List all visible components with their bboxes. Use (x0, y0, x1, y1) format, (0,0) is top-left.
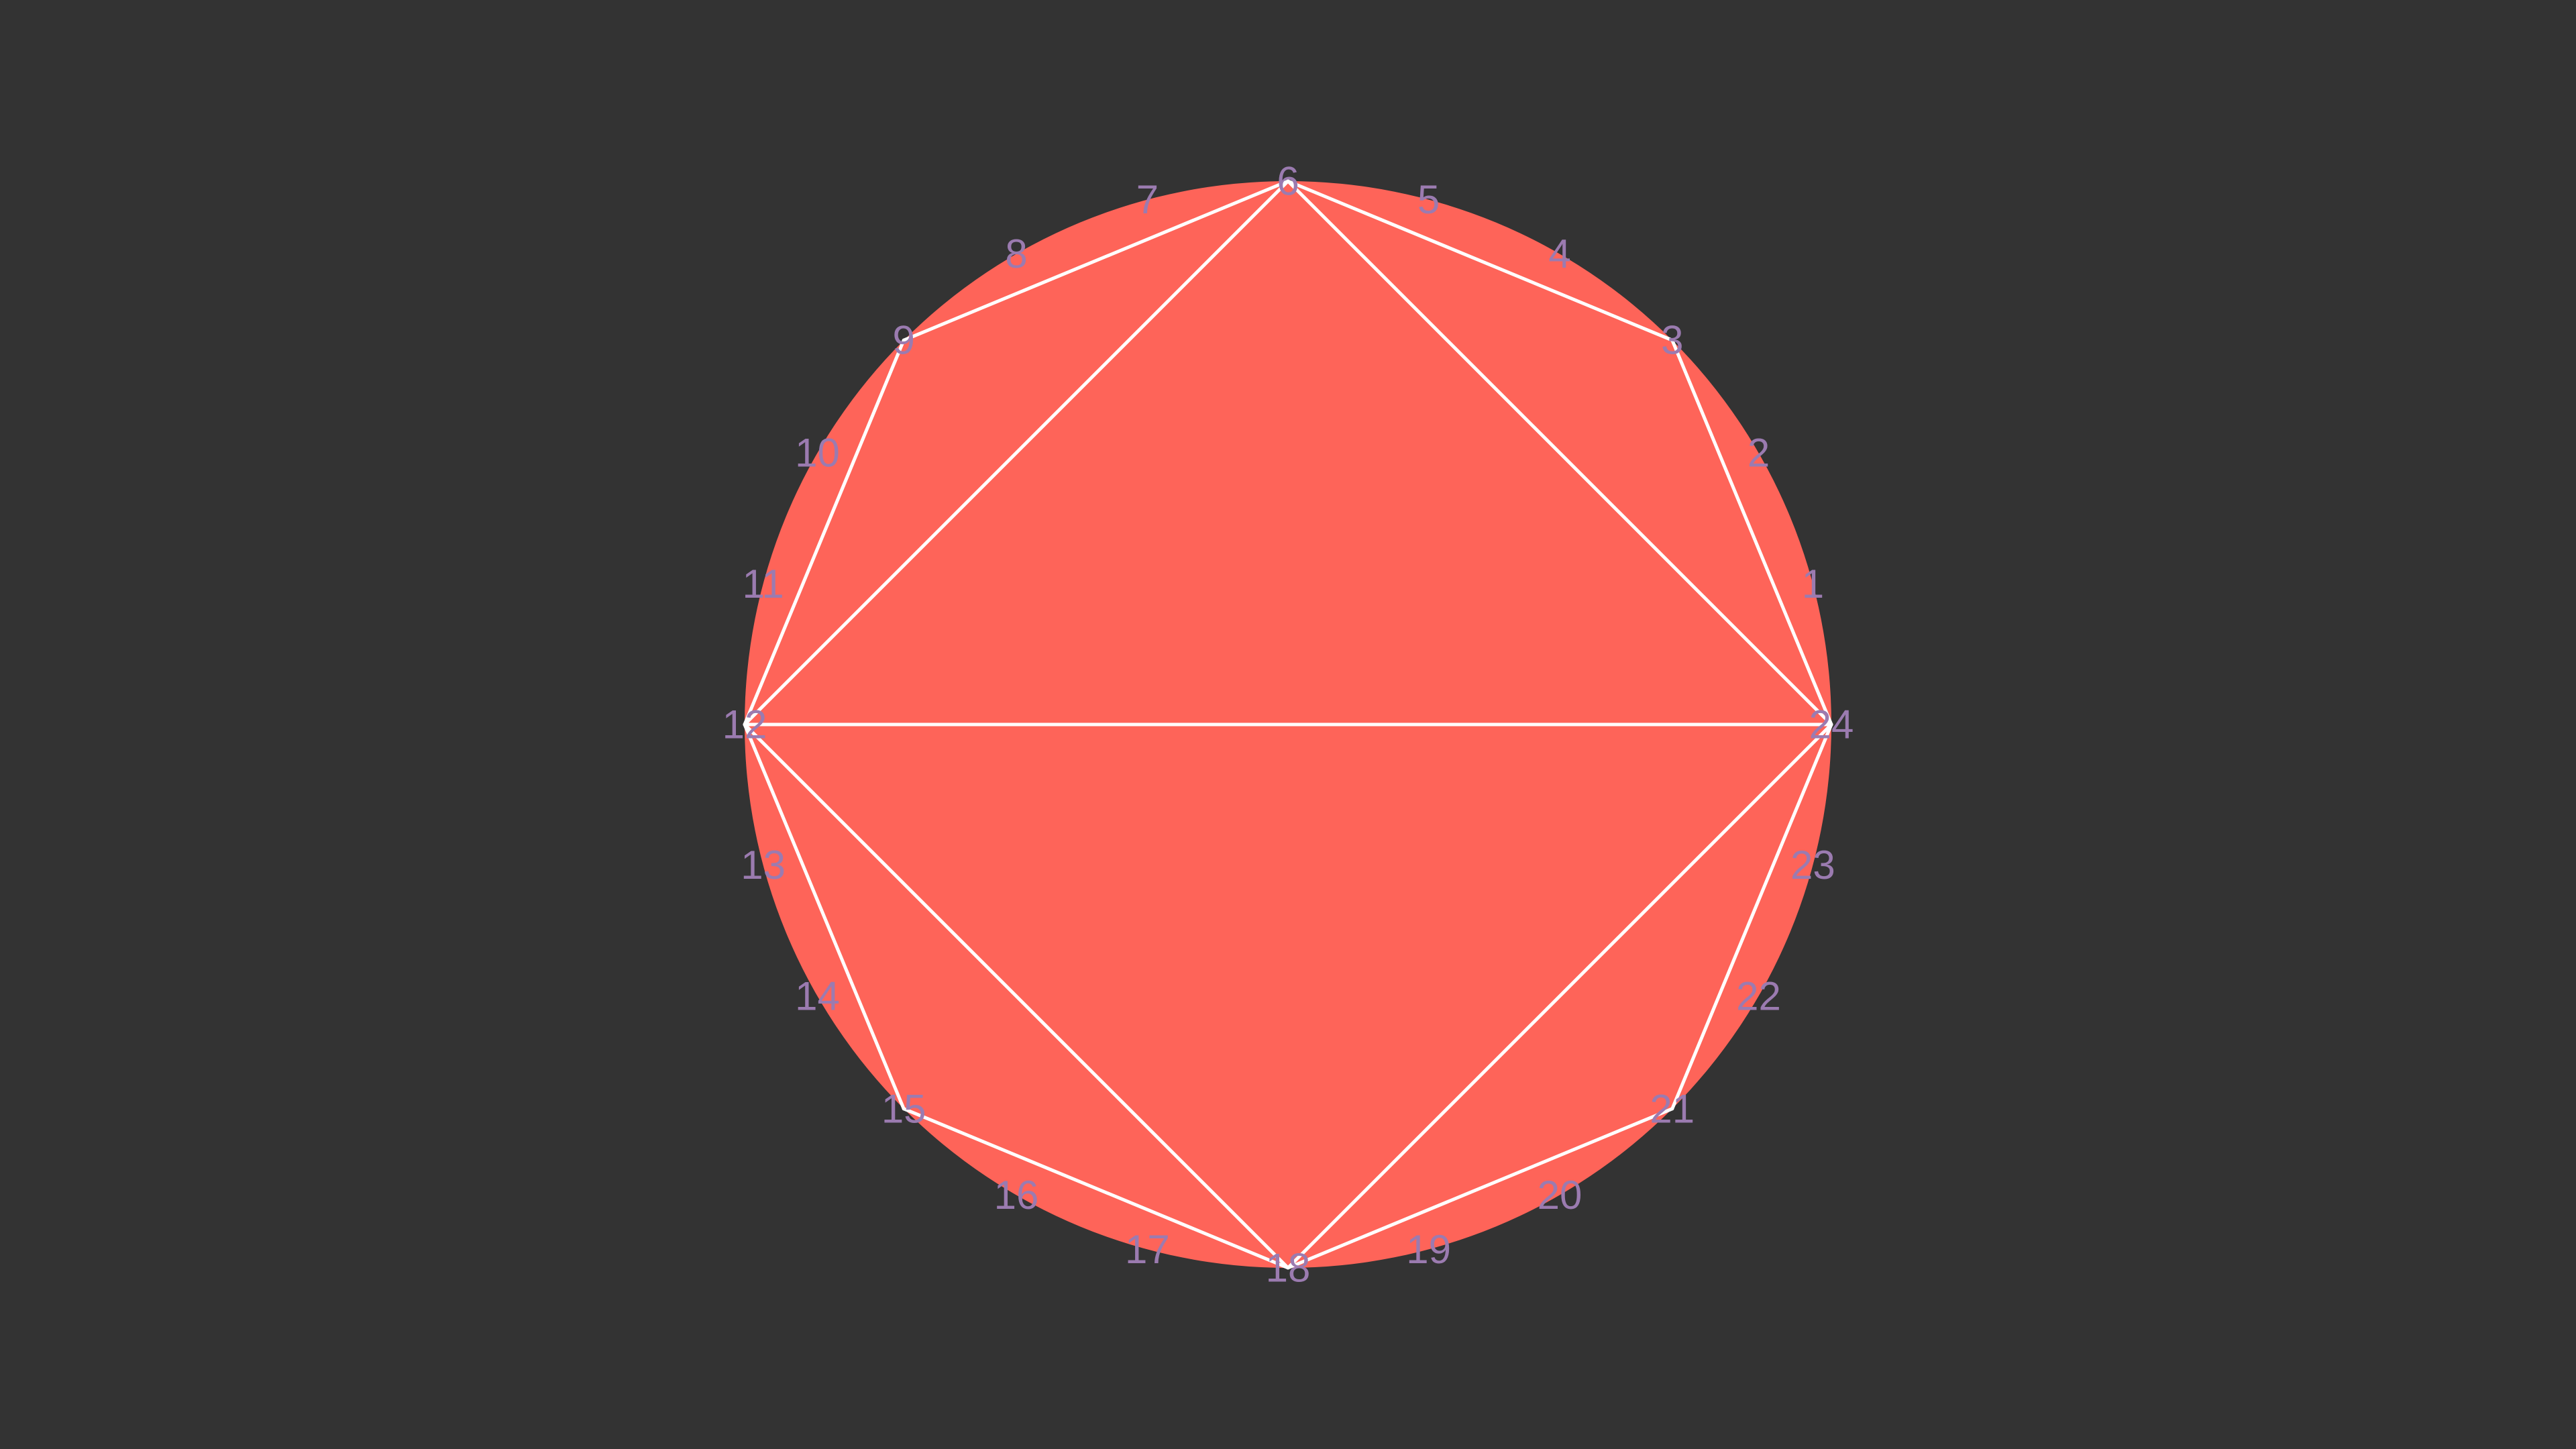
point-label-5: 5 (1417, 177, 1440, 222)
point-label-4: 4 (1548, 231, 1570, 276)
point-label-14: 14 (795, 974, 840, 1019)
chord-line (1670, 722, 1833, 1111)
point-label-20: 20 (1538, 1173, 1582, 1218)
point-label-9: 9 (893, 318, 915, 363)
chord-line (1286, 1107, 1674, 1270)
chord-line (902, 179, 1290, 342)
point-label-19: 19 (1406, 1227, 1451, 1272)
chord-line (902, 1107, 1290, 1270)
chord-line (743, 722, 1290, 1270)
point-label-10: 10 (795, 431, 840, 476)
chord-line (1670, 338, 1833, 727)
chord-line (1286, 179, 1674, 342)
point-label-13: 13 (741, 843, 786, 888)
point-label-17: 17 (1125, 1227, 1170, 1272)
chord-line (743, 722, 906, 1111)
point-label-1: 1 (1802, 561, 1824, 606)
chord-lines (743, 179, 1833, 1270)
point-label-11: 11 (742, 561, 784, 606)
point-label-24: 24 (1809, 702, 1854, 747)
point-label-23: 23 (1790, 843, 1835, 888)
point-label-18: 18 (1266, 1246, 1311, 1291)
chord-line (743, 338, 906, 727)
point-label-8: 8 (1005, 231, 1027, 276)
point-label-2: 2 (1748, 431, 1770, 476)
point-label-16: 16 (994, 1173, 1039, 1218)
point-label-22: 22 (1736, 974, 1781, 1019)
point-label-3: 3 (1661, 318, 1683, 363)
point-label-7: 7 (1136, 177, 1159, 222)
point-label-21: 21 (1650, 1086, 1695, 1131)
chord-line (1286, 179, 1833, 727)
chord-line (1286, 722, 1833, 1270)
point-label-15: 15 (881, 1086, 926, 1131)
point-label-12: 12 (722, 702, 767, 747)
chord-line (743, 179, 1290, 727)
point-label-6: 6 (1277, 159, 1299, 204)
